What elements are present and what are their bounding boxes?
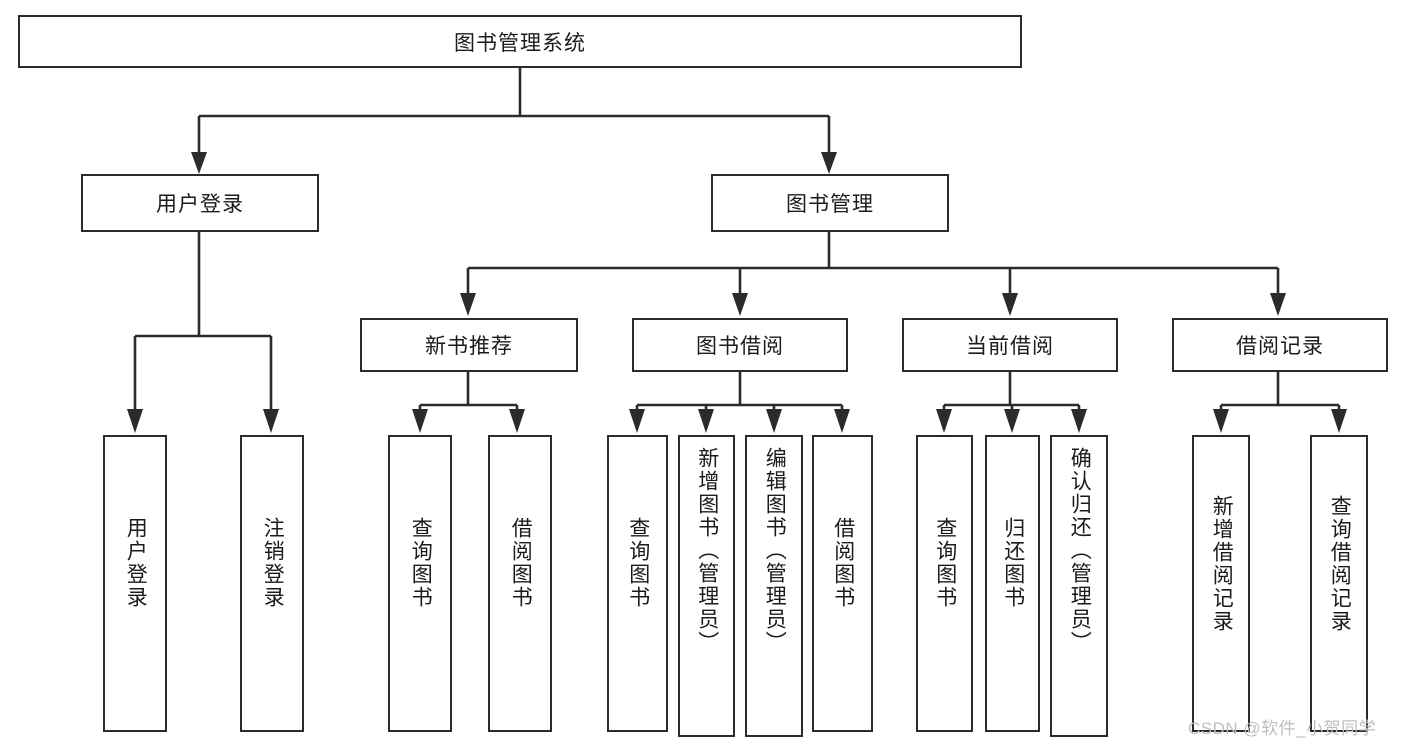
node-label: 新增图书（管理员）	[695, 447, 719, 654]
node-leaf-return-book[interactable]: 归还图书	[985, 435, 1040, 732]
node-label: 图书管理	[786, 193, 874, 216]
watermark-text: CSDN @软件_小贺同学	[1188, 719, 1377, 738]
node-leaf-add-book-admin[interactable]: 新增图书（管理员）	[678, 435, 735, 737]
node-borrow-record[interactable]: 借阅记录	[1172, 318, 1388, 372]
node-label: 查询图书	[626, 517, 650, 609]
node-leaf-query-borrow-record[interactable]: 查询借阅记录	[1310, 435, 1368, 732]
node-leaf-query-book-current[interactable]: 查询图书	[916, 435, 973, 732]
node-label: 查询图书	[409, 517, 433, 609]
node-label: 借阅图书	[831, 517, 855, 609]
node-leaf-add-borrow-record[interactable]: 新增借阅记录	[1192, 435, 1250, 732]
node-label: 编辑图书（管理员）	[763, 447, 787, 654]
node-leaf-query-book-borrow[interactable]: 查询图书	[607, 435, 668, 732]
node-leaf-user-login[interactable]: 用户登录	[103, 435, 167, 732]
node-label: 注销登录	[261, 517, 285, 609]
node-label: 新书推荐	[425, 335, 513, 358]
node-label: 借阅记录	[1236, 335, 1324, 358]
node-label: 归还图书	[1001, 517, 1025, 609]
node-leaf-borrow-book-recommend[interactable]: 借阅图书	[488, 435, 552, 732]
node-leaf-confirm-return-admin[interactable]: 确认归还（管理员）	[1050, 435, 1108, 737]
node-leaf-logout[interactable]: 注销登录	[240, 435, 304, 732]
node-label: 借阅图书	[509, 517, 533, 609]
node-label: 确认归还（管理员）	[1068, 447, 1092, 654]
node-leaf-query-book-recommend[interactable]: 查询图书	[388, 435, 452, 732]
node-label: 用户登录	[124, 517, 148, 609]
node-root[interactable]: 图书管理系统	[18, 15, 1022, 68]
node-label: 新增借阅记录	[1210, 495, 1234, 633]
node-label: 图书管理系统	[454, 31, 586, 55]
node-book-borrow[interactable]: 图书借阅	[632, 318, 848, 372]
node-label: 用户登录	[156, 193, 244, 216]
node-leaf-edit-book-admin[interactable]: 编辑图书（管理员）	[745, 435, 803, 737]
node-label: 查询图书	[933, 517, 957, 609]
node-new-book-recommend[interactable]: 新书推荐	[360, 318, 578, 372]
node-user-login[interactable]: 用户登录	[81, 174, 319, 232]
node-current-borrow[interactable]: 当前借阅	[902, 318, 1118, 372]
node-label: 当前借阅	[966, 335, 1054, 358]
node-leaf-borrow-book[interactable]: 借阅图书	[812, 435, 873, 732]
node-book-manage[interactable]: 图书管理	[711, 174, 949, 232]
node-label: 查询借阅记录	[1328, 495, 1352, 633]
node-label: 图书借阅	[696, 335, 784, 358]
